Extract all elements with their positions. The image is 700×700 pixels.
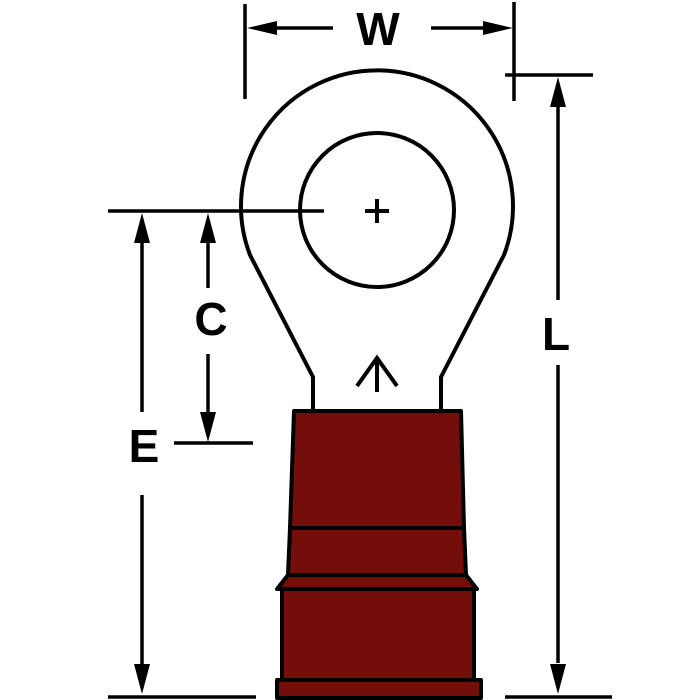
dim-e-arrow-bottom (134, 664, 150, 694)
insulation-barrel (275, 409, 483, 700)
insulation-bottom-flange (275, 678, 483, 700)
dimension-w: W (243, 2, 516, 101)
center-mark-icon (365, 199, 389, 223)
dim-c-arrow-top (200, 213, 216, 243)
dim-l-label: L (542, 308, 570, 360)
insulation-upper-section (288, 409, 466, 530)
up-arrow-head (355, 354, 399, 388)
dim-w-arrow-left (247, 21, 277, 35)
dim-l-arrow-top (550, 77, 566, 107)
dim-e-arrow-top (134, 213, 150, 243)
insulation-lower-section (280, 587, 476, 682)
insulation-middle-section (286, 526, 468, 577)
dimension-l: L (505, 73, 612, 699)
dim-c-label: C (194, 293, 227, 345)
dim-c-arrow-bottom (200, 412, 216, 442)
insulation-flare-section (275, 573, 479, 591)
dimension-c: C (174, 213, 253, 445)
dimension-e: E (108, 213, 256, 699)
dim-w-arrow-right (483, 21, 513, 35)
up-arrow-icon (355, 354, 399, 392)
dim-l-arrow-bottom (550, 664, 566, 694)
dim-e-label: E (129, 420, 160, 472)
dim-w-label: W (356, 3, 400, 55)
